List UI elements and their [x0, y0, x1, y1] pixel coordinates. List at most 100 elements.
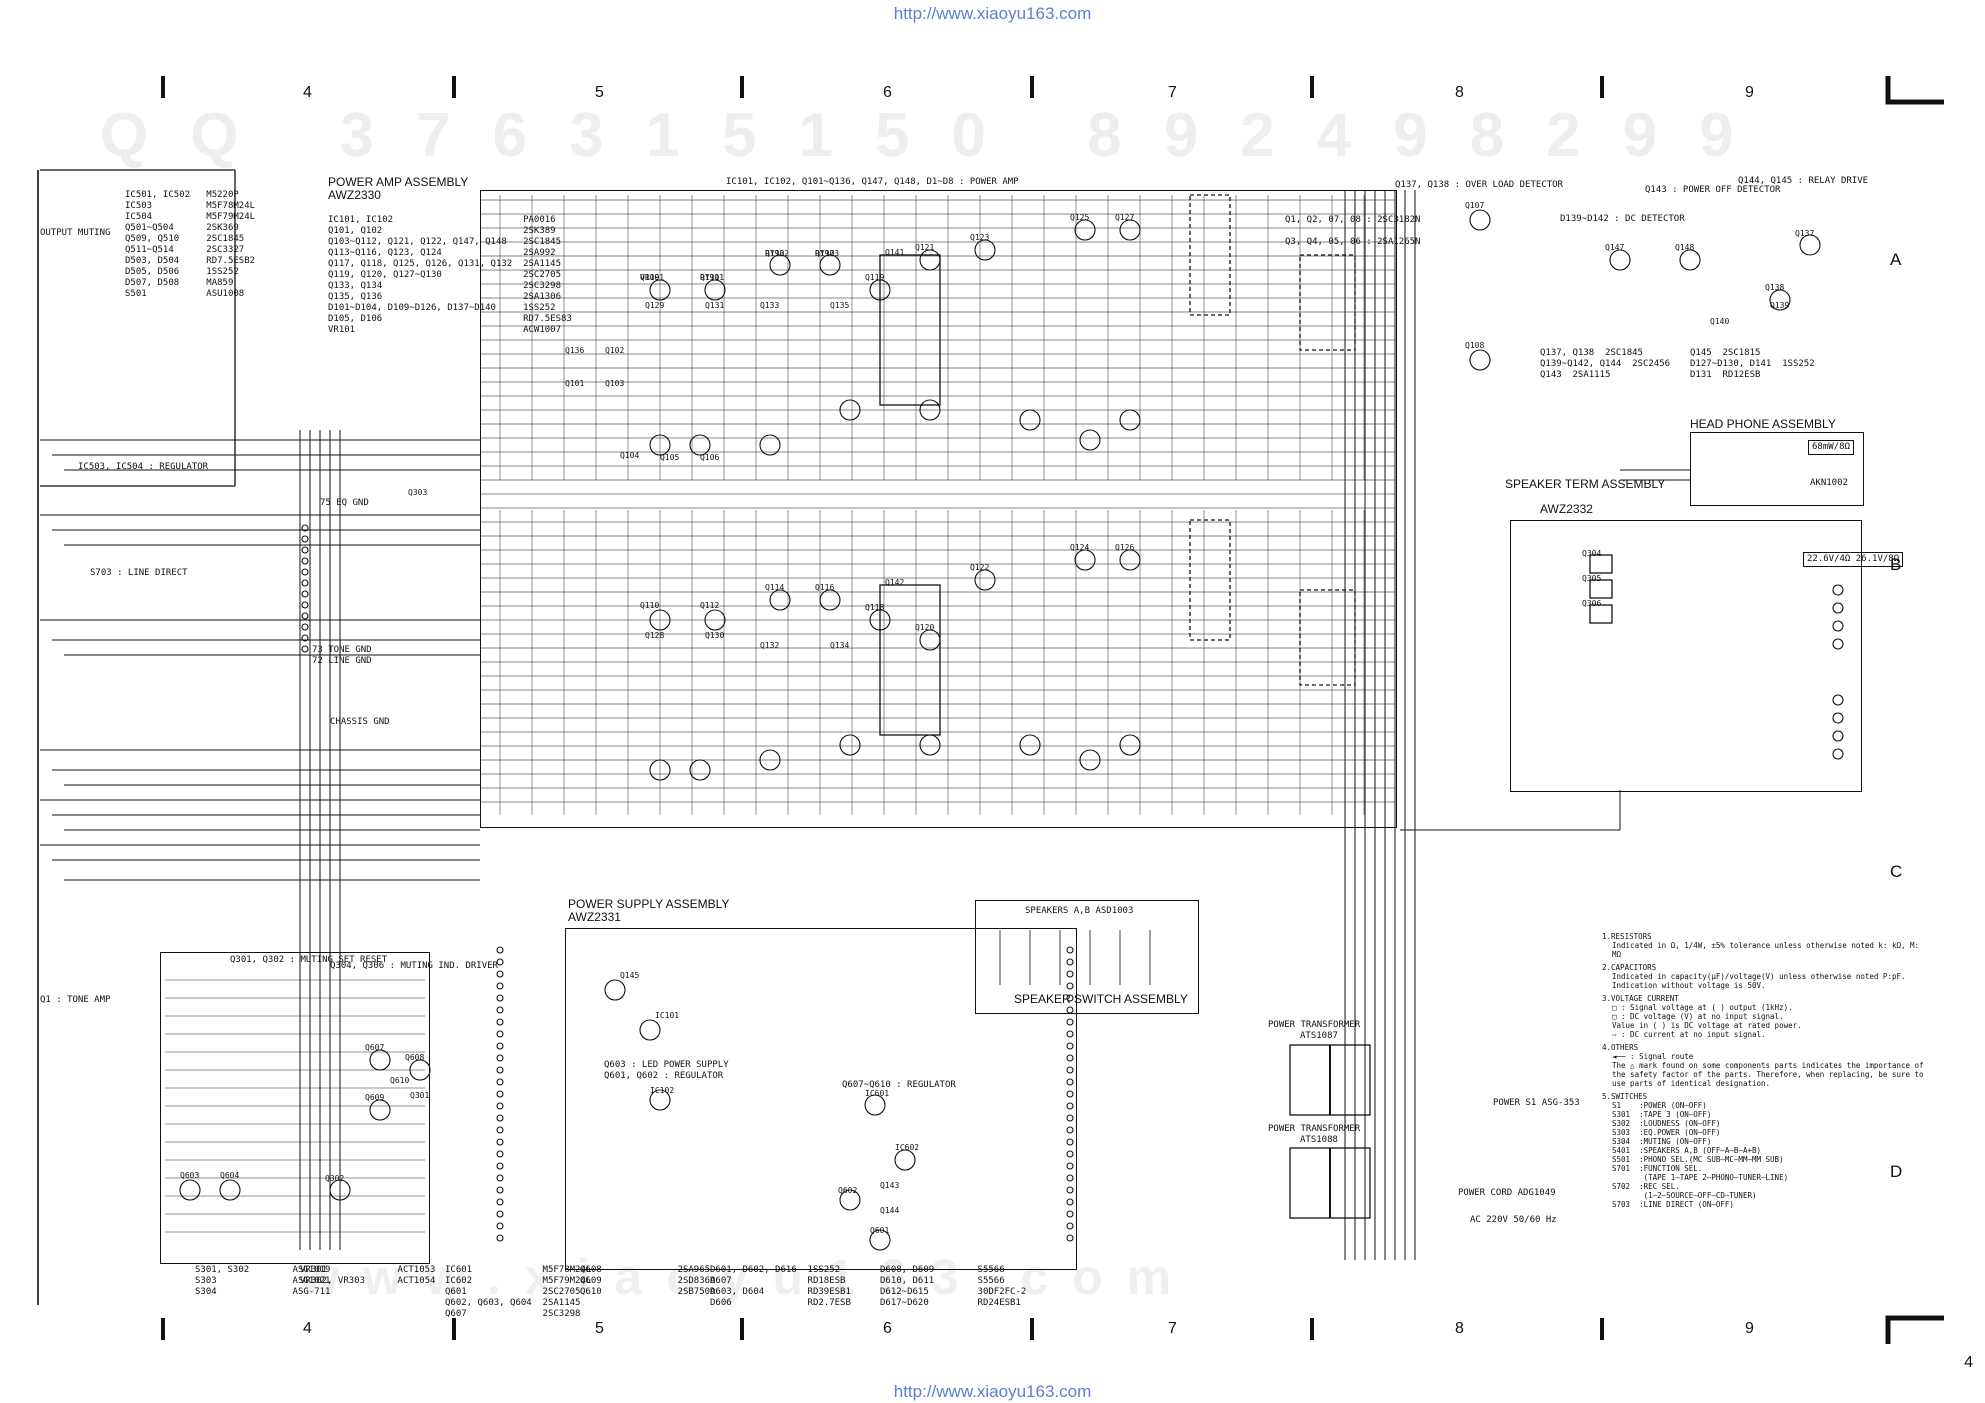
- transformer2-title: POWER TRANSFORMER: [1268, 1124, 1361, 1134]
- transformer1-title: POWER TRANSFORMER: [1268, 1020, 1361, 1030]
- power-off-label: Q143 : POWER OFF DETECTOR: [1645, 185, 1781, 195]
- switch-row: S304 :MUTING (ON—OFF): [1612, 1137, 1712, 1146]
- component-designator: Q128: [645, 631, 665, 640]
- power-amp-part-row: Q117, Q118, Q125, Q126, Q131, Q132 2SA11…: [328, 259, 561, 269]
- component-designator: Q108: [1465, 341, 1485, 350]
- dc-detector-label: D139~D142 : DC DETECTOR: [1560, 214, 1685, 224]
- component-designator: Q102: [605, 346, 625, 355]
- note-capacitors: Indicated in capacity(μF)/voltage(V) unl…: [1612, 972, 1906, 990]
- col-label: 6: [883, 84, 892, 101]
- bottom-part-row: Q608 2SA965: [580, 1265, 711, 1275]
- bottom-part-row: S304 ASG-711: [195, 1287, 331, 1297]
- power-amp-part-row: VR101 ACW1007: [328, 325, 561, 335]
- note-others-2: The △ mark found on some components part…: [1612, 1061, 1924, 1088]
- left-part-row: Q509, Q510 2SC1845: [125, 234, 245, 244]
- left-part-row: IC503 M5F78M24L: [125, 201, 256, 211]
- switch-row: (1—2—SOURCE—OFF—CD—TUNER): [1612, 1191, 1757, 1200]
- component-designator: Q142: [885, 578, 905, 587]
- transformer1-part: ATS1087: [1300, 1031, 1338, 1041]
- component-designator: Q106: [700, 453, 720, 462]
- tone-amp-label: Q1 : TONE AMP: [40, 995, 111, 1005]
- col-label: 5: [595, 84, 604, 101]
- bottom-part-row: Q609 2SD836A: [580, 1276, 716, 1286]
- power-amp-part-row: D101~D104, D109~D126, D137~D140 1SS252: [328, 303, 556, 313]
- bottom-part-row: Q607 2SC3298: [445, 1309, 581, 1319]
- bottom-part-row: Q601 2SC2705: [445, 1287, 581, 1297]
- component-designator: Q118: [865, 603, 885, 612]
- left-part-row: Q501~Q504 2SK369: [125, 223, 239, 233]
- col-label: 4: [303, 84, 312, 101]
- switch-row: S701 :FUNCTION SEL.: [1612, 1164, 1703, 1173]
- note-voltage-2: □ : DC voltage (V) at no input signal.: [1612, 1012, 1784, 1021]
- component-designator: Q143: [880, 1181, 900, 1190]
- col-label: 9: [1745, 84, 1754, 101]
- component-designator: Q131: [705, 301, 725, 310]
- power-supply-title: POWER SUPPLY ASSEMBLY: [568, 897, 730, 911]
- component-designator: Q139: [1770, 301, 1790, 310]
- component-designator: Q141: [885, 248, 905, 257]
- speaker-switch-board: [975, 900, 1199, 1014]
- component-designator: Q301: [410, 1091, 430, 1100]
- component-designator: Q136: [565, 346, 585, 355]
- q137-parts: Q137, Q138 2SC1845: [1540, 348, 1643, 358]
- q139-parts: Q139~Q142, Q144 2SC2456: [1540, 359, 1671, 369]
- row-label: D: [1890, 1162, 1903, 1181]
- col-label: 5: [595, 1320, 604, 1337]
- q3-parts: Q3, Q4, 05, 06 : 2SA1265N: [1285, 237, 1421, 247]
- notes-panel: 1.RESISTORS Indicated in Ω, 1/4W, ±5% to…: [1602, 928, 1932, 1209]
- bottom-part-row: IC602 M5F79M24L: [445, 1276, 592, 1286]
- eq-gnd-label: 75 EQ GND: [320, 498, 369, 508]
- component-designator: RY903: [815, 249, 840, 258]
- component-designator: IC101: [655, 1011, 680, 1020]
- line-gnd-label: 72 LINE GND: [312, 656, 372, 666]
- power-amp-part-row: IC101, IC102 PA0016: [328, 215, 556, 225]
- component-designator: Q305: [1582, 574, 1602, 583]
- bottom-part-row: D608, D609 S5566: [880, 1265, 1005, 1275]
- d127-parts: D127~D130, D141 1SS252: [1690, 359, 1815, 369]
- led-power-supply-label: Q603 : LED POWER SUPPLY: [604, 1060, 729, 1070]
- component-designator: VR101: [640, 273, 665, 282]
- component-designator: Q306: [1582, 599, 1602, 608]
- col-label: 8: [1455, 1320, 1464, 1337]
- component-designator: Q110: [640, 601, 660, 610]
- power-amp-header: IC101, IC102, Q101~Q136, Q147, Q148, D1~…: [726, 177, 1019, 187]
- component-designator: Q148: [1675, 243, 1695, 252]
- bottom-part-row: Q610 2SB750A: [580, 1287, 716, 1297]
- component-designator: Q125: [1070, 213, 1090, 222]
- component-designator: RY901: [700, 273, 725, 282]
- left-part-row: IC501, IC502 M5220P: [125, 190, 239, 200]
- component-designator: Q107: [1465, 201, 1485, 210]
- bottom-part-row: IC601 M5F78M24L: [445, 1265, 592, 1275]
- speaker-term-title: SPEAKER TERM ASSEMBLY: [1505, 477, 1666, 491]
- bottom-part-row: VR301 ACT1053: [300, 1265, 436, 1275]
- note-voltage-1: □ : Signal voltage at ( ) output (1kHz).: [1612, 1003, 1793, 1012]
- d131-parts: D131 RD12ESB: [1690, 370, 1761, 380]
- bottom-part-row: S301, S302 ASG1019: [195, 1265, 331, 1275]
- q1-parts: Q1, Q2, 07, 08 : 2SC3182N: [1285, 215, 1421, 225]
- power-amp-part-row: Q119, Q120, Q127~Q130 2SC2705: [328, 270, 561, 280]
- component-designator: Q140: [1710, 317, 1730, 326]
- switch-row: S301 :TAPE 3 (ON—OFF): [1612, 1110, 1712, 1119]
- switch-row: S302 :LOUDNESS (ON—OFF): [1612, 1119, 1721, 1128]
- component-designator: Q123: [970, 233, 990, 242]
- speakers-ab-label: SPEAKERS A,B ASD1003: [1025, 906, 1134, 916]
- component-designator: Q610: [390, 1076, 410, 1085]
- component-designator: Q302: [325, 1174, 345, 1183]
- muting-set-label: Q301, Q302 : MUTING SET RESET: [230, 955, 388, 965]
- component-designator: Q105: [660, 453, 680, 462]
- tone-gnd-label: 73 TONE GND: [312, 645, 372, 655]
- component-designator: Q138: [1765, 283, 1785, 292]
- note-voltage-heading: 3.VOLTAGE CURRENT: [1602, 994, 1679, 1003]
- note-switches: S1 :POWER (ON—OFF)S301 :TAPE 3 (ON—OFF)S…: [1602, 1101, 1932, 1209]
- component-designator: Q121: [915, 243, 935, 252]
- regulator2-label: Q601, Q602 : REGULATOR: [604, 1071, 724, 1081]
- relay-drive-label: Q144, Q145 : RELAY DRIVE: [1738, 176, 1869, 186]
- component-designator: IC602: [895, 1143, 920, 1152]
- switch-row: (TAPE 1—TAPE 2—PHONO—TUNER—LINE): [1612, 1173, 1789, 1182]
- component-designator: Q127: [1115, 213, 1135, 222]
- note-others-1: ◄── : Signal route: [1612, 1052, 1694, 1061]
- page-number: 4: [1964, 1354, 1973, 1371]
